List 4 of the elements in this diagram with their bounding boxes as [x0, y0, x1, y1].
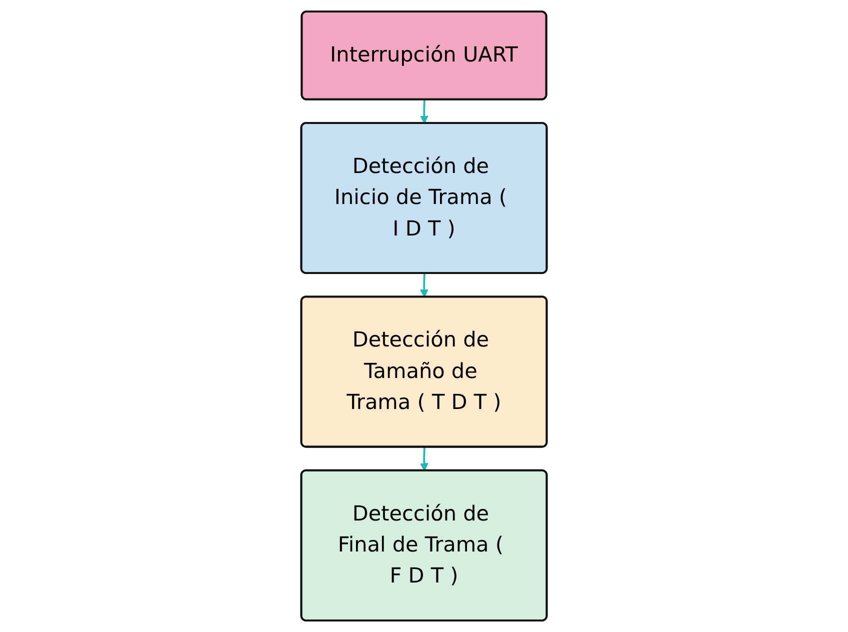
flowchart: Interrupción UART Detección de Inicio de Trama ( I D T ) Detección de Tamaño de Trama ( T D T ) Detección de Final de Trama ( F D T )	[4, 4, 844, 628]
arrow	[420, 447, 428, 472]
arrow	[420, 273, 428, 298]
arrow	[420, 100, 428, 124]
